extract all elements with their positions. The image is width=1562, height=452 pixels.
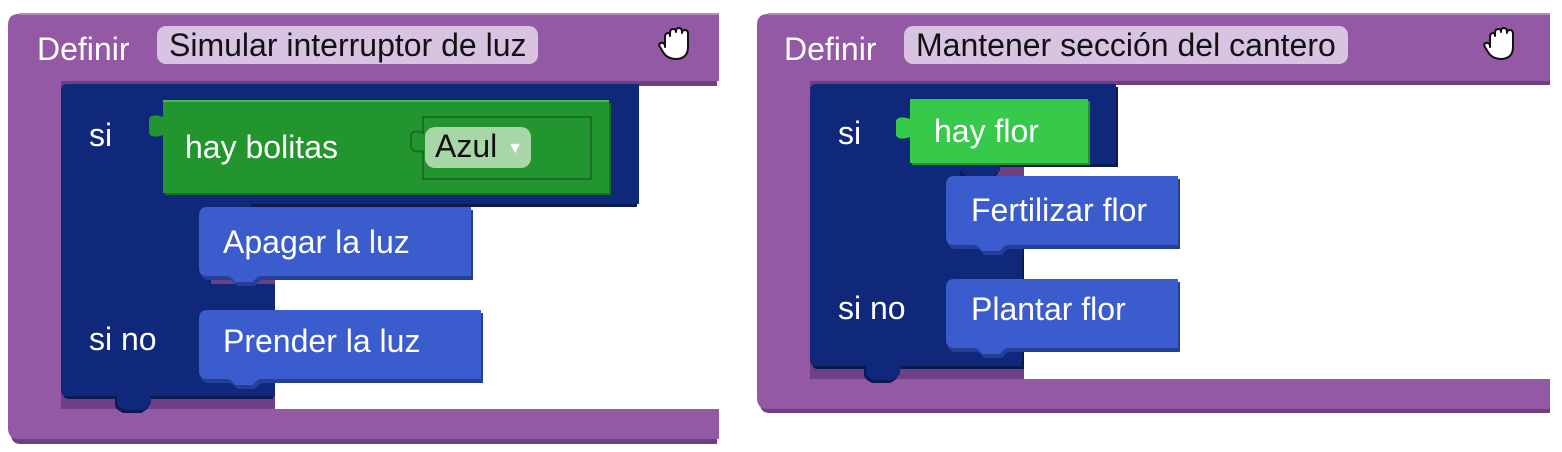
command-label: Fertilizar flor: [971, 192, 1148, 228]
command-block-apagar[interactable]: [197, 206, 477, 296]
condition-label: hay bolitas: [185, 129, 338, 165]
command-label: Plantar flor: [971, 291, 1126, 327]
define-keyword: Definir: [37, 31, 130, 67]
condition-block-hay-flor[interactable]: [884, 97, 1092, 167]
procedure-name-field[interactable]: Simular interruptor de luz: [157, 26, 539, 64]
command-block-plantar[interactable]: [944, 278, 1184, 368]
procedure-name-field[interactable]: Mantener sección del cantero: [904, 26, 1348, 64]
if-keyword: si: [89, 117, 113, 153]
command-label: Apagar la luz: [223, 224, 410, 260]
procedure-block-simular[interactable]: Definir Simular interruptor de luz si si…: [7, 13, 727, 445]
else-keyword: si no: [838, 290, 906, 326]
define-keyword: Definir: [784, 31, 877, 67]
grab-hand-icon[interactable]: [657, 27, 695, 61]
command-block-prender[interactable]: [197, 309, 487, 399]
command-block-fertilizar[interactable]: [944, 175, 1184, 265]
else-keyword: si no: [89, 321, 157, 357]
dropdown-value: Azul: [435, 128, 498, 164]
color-dropdown[interactable]: Azul ▼: [425, 127, 532, 168]
command-label: Prender la luz: [223, 323, 421, 359]
procedure-block-mantener[interactable]: Definir Mantener sección del cantero si …: [756, 13, 1552, 413]
dropdown-arrow-icon: ▼: [507, 139, 524, 157]
grab-hand-icon[interactable]: [1482, 27, 1520, 61]
if-keyword: si: [838, 115, 862, 151]
condition-label: hay flor: [934, 113, 1039, 149]
